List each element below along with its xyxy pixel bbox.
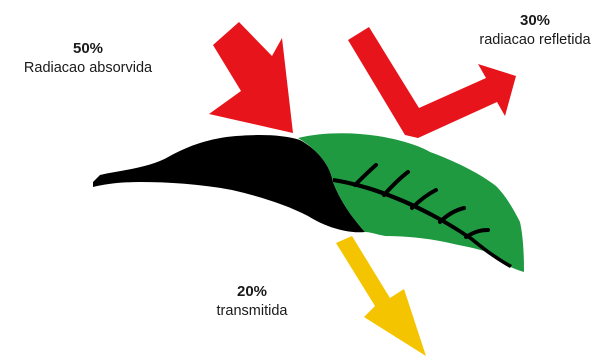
absorbed-text: Radiacao absorvida (2, 59, 174, 77)
absorbed-label: 50% Radiacao absorvida (2, 40, 174, 77)
absorbed-percent: 50% (2, 40, 174, 59)
transmitted-percent: 20% (196, 283, 308, 302)
transmitted-arrow (336, 236, 426, 356)
reflected-label: 30% radiacao refletida (455, 12, 609, 49)
incident-arrow (209, 22, 293, 133)
transmitted-label: 20% transmitida (196, 283, 308, 320)
reflected-text: radiacao refletida (455, 31, 609, 49)
transmitted-text: transmitida (196, 302, 308, 320)
reflected-percent: 30% (455, 12, 609, 31)
